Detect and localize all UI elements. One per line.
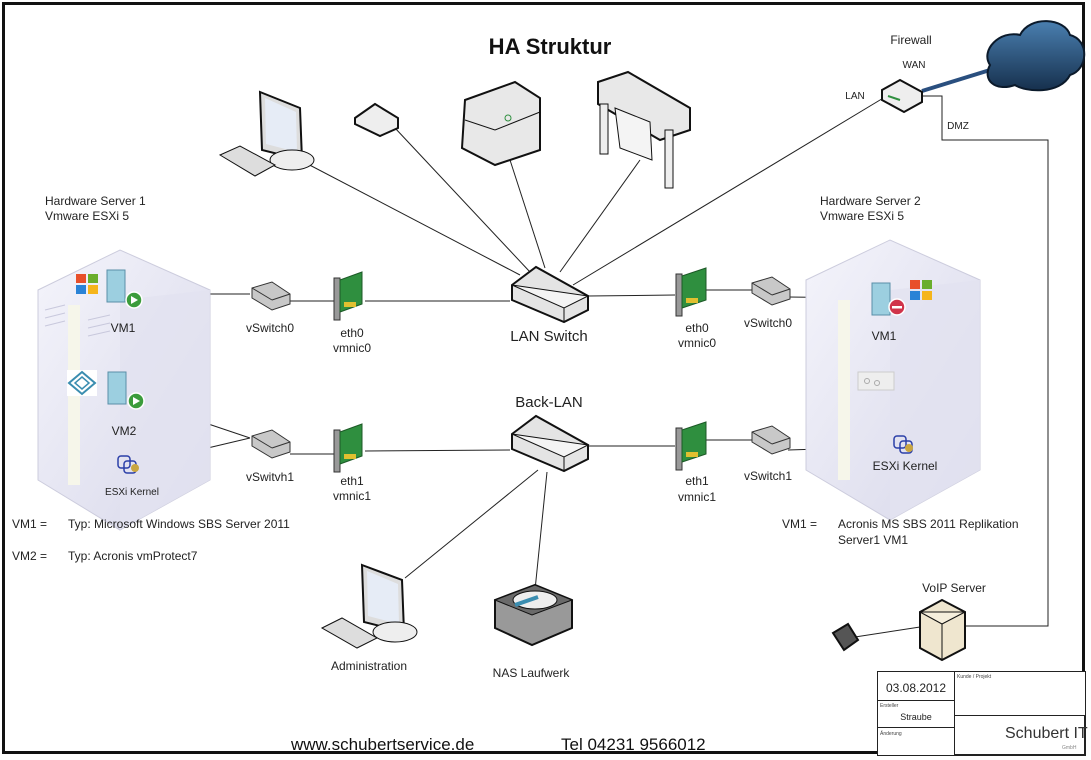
vswitch0-s2-label: vSwitch0: [743, 316, 793, 330]
firewall-label: Firewall: [890, 33, 932, 47]
vm2-s1-icon: [107, 371, 145, 410]
titleblock-change-label: Änderung: [880, 731, 902, 737]
vswitch1-s1-label: vSwitvh1: [245, 470, 295, 484]
server2-heading-line2: Vmware ESXi 5: [820, 209, 905, 223]
kernel-s1-label: ESXi Kernel: [105, 487, 159, 498]
note-vm2-value: Typ: Acronis vmProtect7: [68, 549, 198, 563]
nic1-s2-label-2: vmnic1: [677, 490, 717, 504]
titleblock-date: 03.08.2012: [885, 681, 947, 695]
link-firewall-wan: [921, 68, 991, 93]
link-plotter-lan: [559, 159, 641, 273]
server2-heading-line1: Hardware Server 2: [820, 194, 921, 208]
esxi-kernel-s1-icon: [117, 455, 139, 474]
internet-cloud-icon: [986, 20, 1086, 92]
nic1-s1-label-1: eth1: [340, 474, 364, 488]
telephone-icon: [831, 622, 860, 652]
link-eth1-backlan: [364, 449, 511, 452]
esxi-kernel-s2-icon: [893, 435, 913, 454]
windows-logo-icon: [76, 274, 98, 294]
link-backlan-nas: [534, 471, 548, 591]
vswitch1-s2-icon: [751, 425, 791, 455]
vswitch1-s2-label: vSwitch1: [743, 469, 793, 483]
link-firewall-lan: [572, 96, 886, 286]
wan-label: WAN: [902, 60, 926, 71]
vm2-s1-label: VM2: [111, 424, 137, 438]
nic0-s1-label-2: vmnic0: [332, 341, 372, 355]
link-backlan-admin: [404, 469, 539, 579]
titleblock-creator: Straube: [900, 712, 932, 722]
note-vm1-key: VM1 =: [12, 517, 48, 531]
nic1-s1-label-2: vmnic1: [332, 489, 372, 503]
admin-workstation-icon: [320, 563, 418, 649]
vswitch0-s2-icon: [751, 276, 791, 306]
hardware-server-2: [805, 239, 981, 521]
plotter-icon: [597, 70, 691, 189]
nic-eth0-s2-icon: [675, 267, 707, 317]
titleblock-customer-label: Kunde / Projekt: [957, 674, 992, 680]
nas-drive-icon: [493, 583, 574, 647]
scanner-icon: [354, 102, 399, 138]
nic-eth1-s2-icon: [675, 421, 707, 471]
nic0-s2-label-1: eth0: [685, 321, 709, 335]
link-firewall-dmz-voip: [922, 95, 1049, 627]
link-printer-lan: [509, 159, 546, 269]
vswitch1-s1-icon: [251, 429, 291, 459]
workstation-icon: [218, 90, 315, 177]
server1-heading-line1: Hardware Server 1: [45, 194, 146, 208]
note-s2-vm1-key: VM1 =: [782, 517, 818, 531]
vswitch0-s1-label: vSwitch0: [245, 321, 295, 335]
nic0-s2-label-2: vmnic0: [677, 336, 717, 350]
diagram-title: HA Struktur: [488, 34, 612, 59]
note-vm2-key: VM2 =: [12, 549, 48, 563]
link-scanner-lan: [394, 127, 531, 273]
firewall-icon: [881, 78, 923, 114]
vm1-s1-icon: [106, 269, 143, 309]
server1-heading-line2: Vmware ESXi 5: [45, 209, 130, 223]
nic1-s2-label-1: eth1: [685, 474, 709, 488]
titleblock-company-suffix: GmbH: [1062, 745, 1077, 751]
note-vm1-value: Typ: Microsoft Windows SBS Server 2011: [68, 517, 290, 531]
lan-label: LAN: [845, 91, 865, 102]
windows-logo-icon: [910, 280, 932, 300]
nic0-s1-label-1: eth0: [340, 326, 364, 340]
link-lanswitch-eth0-s2: [587, 294, 676, 297]
printer-icon: [460, 80, 541, 167]
acronis-logo-icon: [67, 370, 97, 396]
vm1-s2-icon: [871, 282, 906, 316]
lan-switch-label: LAN Switch: [510, 328, 588, 345]
nas-label: NAS Laufwerk: [492, 666, 570, 680]
nic-eth1-s1-icon: [333, 423, 363, 473]
link-pc-lan: [299, 159, 521, 276]
back-lan-label: Back-LAN: [515, 394, 583, 411]
nic-eth0-s1-icon: [333, 271, 363, 321]
footer-website[interactable]: www.schubertservice.de: [291, 735, 475, 754]
titleblock-company: Schubert IT: [1005, 725, 1088, 742]
footer-phone: Tel 04231 9566012: [561, 735, 706, 754]
voip-server-icon: [919, 598, 966, 662]
vswitch0-s1-icon: [251, 281, 291, 311]
lan-switch-icon: [511, 265, 590, 324]
vm1-s2-label: VM1: [871, 329, 897, 343]
dmz-label: DMZ: [947, 121, 969, 132]
note-s2-vm1-line1: Acronis MS SBS 2011 Replikation: [838, 517, 1019, 531]
vm1-s1-label: VM1: [110, 321, 136, 335]
kernel-s2-label: ESXi Kernel: [872, 459, 938, 473]
note-s2-vm1-line2: Server1 VM1: [838, 533, 909, 547]
link-phone-voip: [854, 626, 921, 638]
back-lan-switch-icon: [511, 414, 590, 473]
titleblock-creator-label: Ersteller: [880, 703, 899, 709]
admin-label: Administration: [330, 659, 408, 673]
voip-label: VoIP Server: [922, 581, 986, 595]
